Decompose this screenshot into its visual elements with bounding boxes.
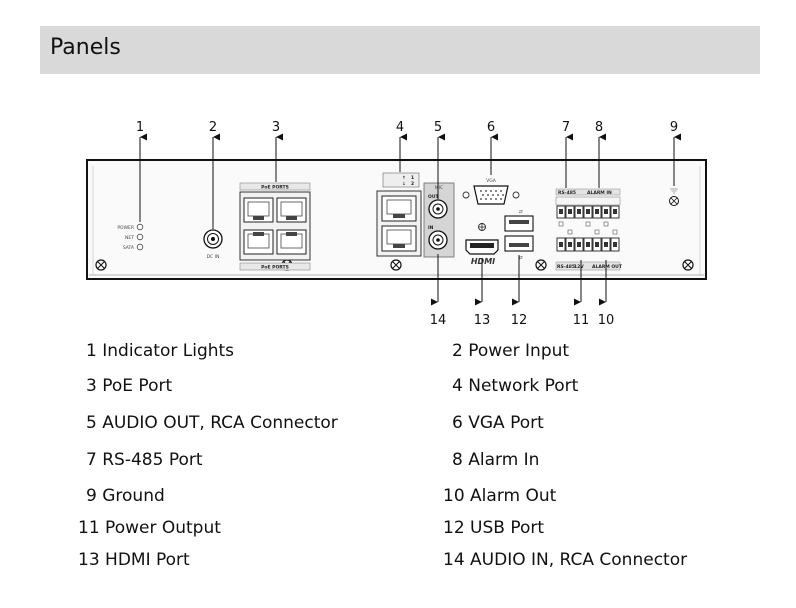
callout-13: 13	[474, 313, 491, 328]
power-out-label: 12V	[574, 264, 584, 270]
legend-num: 14	[443, 550, 465, 570]
legend-num: 4	[452, 376, 463, 396]
legend-num: 9	[86, 486, 97, 506]
usb-icon: ⇄	[519, 209, 523, 215]
callout-2: 2	[209, 120, 217, 135]
callout-11: 11	[573, 313, 590, 328]
svg-text:↑: ↑	[402, 175, 406, 181]
legend-item: 9 Ground	[86, 486, 165, 506]
legend-item: 4 Network Port	[452, 376, 578, 396]
callout-8: 8	[595, 120, 603, 135]
legend-num: 1	[86, 341, 97, 361]
network-port: ↑ 1 ↓ 2	[376, 172, 422, 257]
usb-icon: ⇄	[519, 255, 523, 261]
power-input-connector: DC IN	[203, 229, 223, 260]
legend-label: Alarm In	[468, 450, 540, 470]
rs485-label-top: RS-485	[558, 190, 576, 196]
screw-icon	[95, 259, 107, 271]
legend-num: 6	[452, 413, 463, 433]
legend-item: 7 RS-485 Port	[86, 450, 203, 470]
legend-item: 10 Alarm Out	[443, 486, 556, 506]
screw-icon	[535, 259, 547, 271]
screw-icon	[682, 259, 694, 271]
callout-1: 1	[136, 120, 144, 135]
hdmi-label: HDMI	[471, 257, 495, 266]
callout-9: 9	[670, 120, 678, 135]
legend-label: Ground	[102, 486, 165, 506]
indicator-label-power: POWER	[117, 225, 134, 231]
legend-item: 2 Power Input	[452, 341, 569, 361]
section-header: Panels	[40, 26, 760, 74]
legend-item: 6 VGA Port	[452, 413, 544, 433]
legend-num: 11	[78, 518, 100, 538]
callouts-top: 1 2 3 4 5 6 7 8 9	[136, 120, 681, 229]
indicator-label-net: NET	[125, 235, 134, 241]
legend-label: RS-485 Port	[102, 450, 203, 470]
legend-label: VGA Port	[468, 413, 544, 433]
legend-num: 5	[86, 413, 97, 433]
legend-num: 3	[86, 376, 97, 396]
legend-num: 12	[443, 518, 465, 538]
callout-10: 10	[598, 313, 615, 328]
device-rear-panel	[86, 159, 707, 280]
callout-3: 3	[272, 120, 280, 135]
audio-in-label: IN	[428, 225, 434, 231]
legend-label: AUDIO IN, RCA Connector	[470, 550, 688, 570]
callout-5: 5	[434, 120, 442, 135]
legend-item: 13 HDMI Port	[78, 550, 190, 570]
callouts-bottom: 14 13 12 11 10	[430, 254, 615, 328]
legend-label: USB Port	[470, 518, 545, 538]
legend-label: AUDIO OUT, RCA Connector	[102, 413, 338, 433]
terminal-block: RS-485 ALARM IN RS-485 12V ALARM OUT	[555, 188, 623, 271]
legend-label: Alarm Out	[470, 486, 557, 506]
indicator-lights: POWER NET SATA	[117, 223, 144, 251]
callout-14: 14	[430, 313, 447, 328]
mic-label: MIC	[435, 185, 443, 191]
hdmi-port: HDMI	[465, 223, 499, 266]
legend-num: 8	[452, 450, 463, 470]
callout-7: 7	[562, 120, 570, 135]
poe-ports: PoE PORTS PoE PORTS	[239, 182, 311, 271]
legend-item: 11 Power Output	[78, 518, 221, 538]
legend-label: PoE Port	[102, 376, 173, 396]
alarm-in-label: ALARM IN	[587, 190, 612, 196]
legend-num: 13	[78, 550, 100, 570]
indicator-label-sata: SATA	[123, 245, 135, 251]
audio-out-label: OUT	[428, 194, 439, 200]
dc-in-label: DC IN	[207, 254, 220, 260]
svg-text:↓: ↓	[402, 181, 406, 187]
legend-label: Indicator Lights	[102, 341, 235, 361]
legend-label: Power Output	[105, 518, 221, 538]
screw-icon	[390, 259, 402, 271]
legend-label: Network Port	[468, 376, 579, 396]
audio-rca-block: MIC OUT IN	[423, 182, 455, 258]
legend-item: 8 Alarm In	[452, 450, 539, 470]
legend-label: HDMI Port	[105, 550, 190, 570]
vga-port: VGA	[462, 178, 520, 205]
legend-item: 12 USB Port	[443, 518, 544, 538]
legend-item: 1 Indicator Lights	[86, 341, 234, 361]
legend-num: 10	[443, 486, 465, 506]
net-port-label-1: 1	[411, 175, 414, 181]
legend-item: 3 PoE Port	[86, 376, 172, 396]
poe-label-bottom: PoE PORTS	[261, 265, 289, 271]
callout-12: 12	[511, 313, 528, 328]
vga-label: VGA	[486, 178, 497, 184]
net-port-label-2: 2	[411, 181, 414, 187]
legend-num: 7	[86, 450, 97, 470]
ground-icon	[669, 188, 679, 206]
legend-label: Power Input	[468, 341, 570, 361]
legend-item: 5 AUDIO OUT, RCA Connector	[86, 413, 338, 433]
section-title: Panels	[50, 35, 121, 60]
rs485-label-bottom: RS-485	[557, 264, 575, 270]
legend-item: 14 AUDIO IN, RCA Connector	[443, 550, 687, 570]
poe-label-top: PoE PORTS	[261, 185, 289, 191]
usb-ports: ⇄ ⇄	[504, 209, 534, 261]
callout-4: 4	[396, 120, 404, 135]
alarm-out-label: ALARM OUT	[592, 264, 623, 270]
callout-6: 6	[487, 120, 495, 135]
legend-num: 2	[452, 341, 463, 361]
